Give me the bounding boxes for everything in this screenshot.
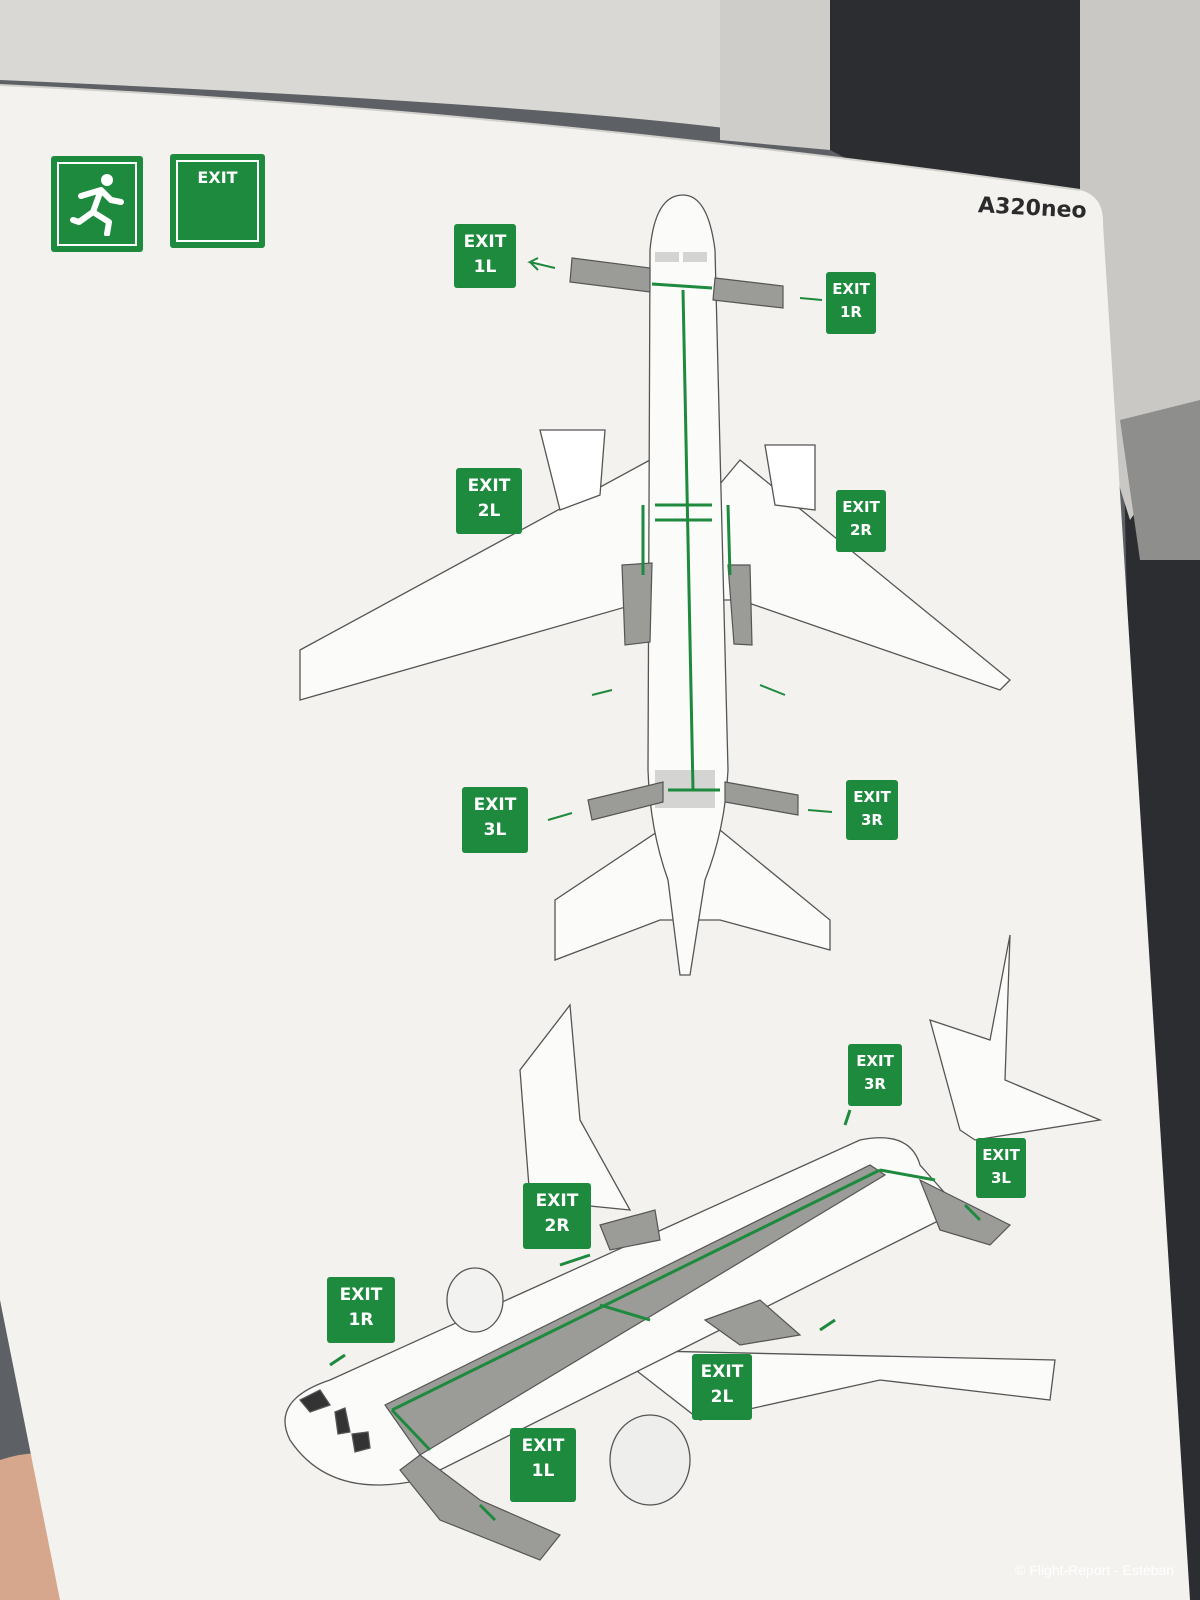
perspective-slides	[384, 1164, 1012, 1561]
exit-label-icon: EXIT	[170, 154, 265, 248]
exit-direction-arrows	[527, 257, 833, 821]
top-view-slides	[569, 257, 799, 821]
perspective-escape-path	[329, 1109, 982, 1522]
top-view-escape-path	[641, 282, 732, 792]
photo-credit: © Flight-Report - Esteban	[1015, 1562, 1174, 1578]
running-man-exit-icon	[51, 156, 143, 252]
exit-label-text: EXIT	[197, 168, 238, 187]
